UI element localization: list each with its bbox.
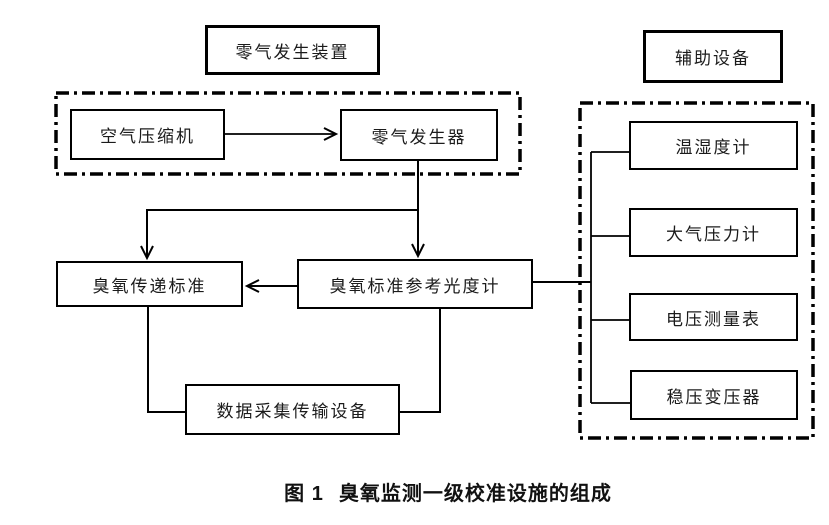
figure-caption-number: 图 1	[284, 483, 324, 505]
data-acquisition-label: 数据采集传输设备	[216, 402, 369, 421]
zero-gas-group-title-label: 零气发生装置	[235, 42, 350, 62]
zero-gas-group-title-box: 零气发生装置	[205, 25, 380, 75]
transformer-label: 稳压变压器	[666, 387, 762, 407]
air-compressor-node: 空气压缩机	[70, 109, 225, 160]
auxiliary-group-title-box: 辅助设备	[643, 30, 783, 83]
thermo-hygrometer-node: 温湿度计	[629, 121, 798, 170]
data-acquisition-node: 数据采集传输设备	[185, 384, 400, 435]
barometer-node: 大气压力计	[629, 208, 798, 257]
auxiliary-group-frame	[578, 101, 815, 440]
ozone-reference-photometer-node: 臭氧标准参考光度计	[297, 259, 533, 309]
figure-caption: 图 1 臭氧监测一级校准设施的组成	[68, 477, 828, 506]
ozone-reference-photometer-label: 臭氧标准参考光度计	[329, 276, 501, 296]
air-compressor-label: 空气压缩机	[100, 127, 195, 146]
voltmeter-node: 电压测量表	[629, 293, 798, 341]
barometer-label: 大气压力计	[666, 225, 761, 244]
figure-caption-text: 臭氧监测一级校准设施的组成	[338, 483, 612, 505]
ozone-transfer-standard-node: 臭氧传递标准	[56, 261, 243, 307]
thermo-hygrometer-label: 温湿度计	[675, 138, 752, 157]
ozone-transfer-standard-label: 臭氧传递标准	[92, 276, 207, 296]
auxiliary-group-title-label: 辅助设备	[675, 49, 751, 68]
transformer-node: 稳压变压器	[630, 370, 798, 420]
connector-transfer-standard-to-data	[147, 307, 185, 413]
voltmeter-label: 电压测量表	[666, 309, 761, 329]
connector-photometer-to-data	[400, 309, 441, 413]
zero-gas-generator-label: 零气发生器	[371, 127, 467, 147]
zero-gas-group-frame	[54, 91, 522, 176]
zero-gas-generator-node: 零气发生器	[340, 109, 498, 161]
